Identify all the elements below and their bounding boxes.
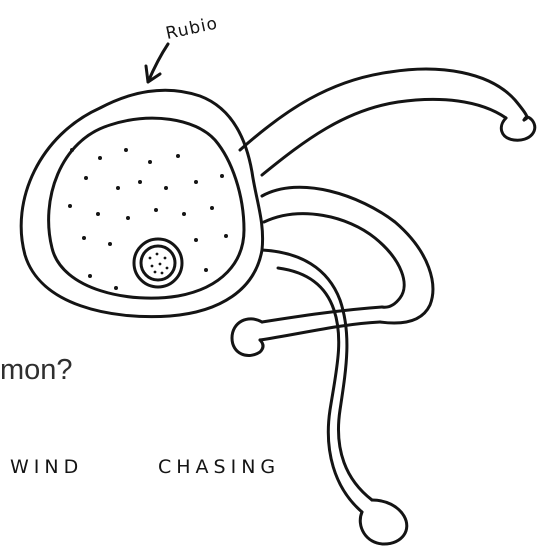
eye-pupil-dots	[149, 253, 169, 275]
label-chasing: CHASING	[158, 458, 280, 477]
left-tentacle-bulb	[232, 319, 263, 356]
label-wind: WIND	[10, 458, 83, 477]
slide-partial-text: mon?	[0, 356, 73, 385]
inner-head-outline	[49, 118, 244, 298]
arrow-to-head	[146, 44, 168, 82]
lower-body-inner	[264, 214, 404, 308]
eye-inner	[141, 246, 175, 280]
top-tentacle	[240, 69, 527, 175]
left-tentacle	[260, 307, 382, 340]
head-texture-dots	[68, 148, 228, 290]
lower-tentacle-bulb	[360, 500, 407, 544]
top-tentacle-bulb	[501, 117, 534, 140]
